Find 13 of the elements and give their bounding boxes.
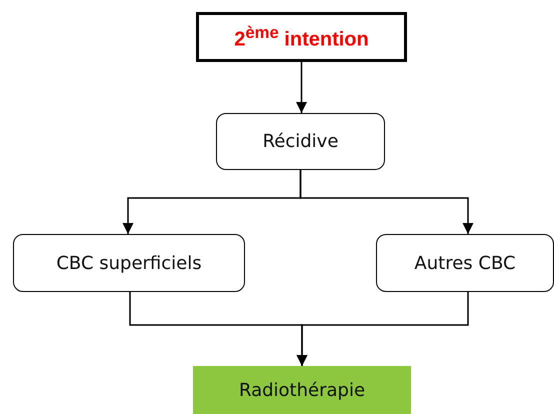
result-box [193,366,411,414]
process-box [216,113,385,170]
arrow [300,170,474,234]
process-box [376,234,554,292]
node-label: 2$^{ème}$ intention [234,22,369,52]
node-label: CBC superficiels [56,252,202,274]
arrow [296,292,469,366]
node-label: Récidive [262,131,338,152]
node-label: Radiothérapie [238,380,366,401]
process-box [13,234,245,292]
title-box [196,12,407,62]
arrow [296,62,307,113]
node-label: Autres CBC [414,252,516,274]
